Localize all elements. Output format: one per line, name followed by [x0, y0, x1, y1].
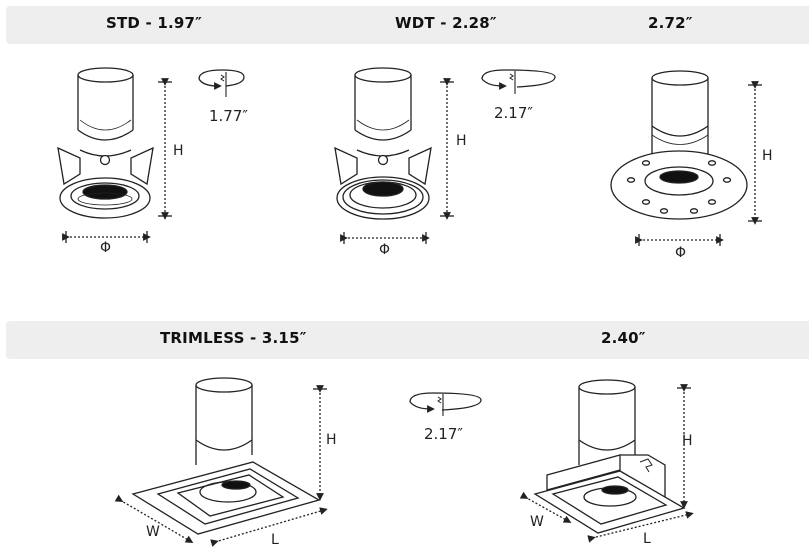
- square-dimension-arrows: [519, 384, 694, 543]
- wdt-fixture-drawing: [334, 67, 432, 220]
- std-rotation-label: 1.77″: [209, 107, 249, 125]
- std-diameter-label: Φ: [100, 240, 112, 256]
- trimless-fixture-drawing: [131, 377, 321, 535]
- rotation-tilt-icon: [198, 69, 245, 97]
- wdt-rotation-label: 2.17″: [494, 104, 534, 122]
- rotation-tilt-icon: [481, 69, 556, 94]
- bottom-header-band: [6, 321, 809, 359]
- trimless-height-label: H: [326, 432, 337, 448]
- wdt-height-label: H: [456, 133, 467, 149]
- trimless-title: TRIMLESS - 3.15″: [160, 329, 307, 347]
- square-fixture-drawing: [533, 379, 686, 534]
- rotation-tilt-icon: [409, 392, 482, 416]
- std-height-label: H: [173, 143, 184, 159]
- third-height-label: H: [762, 148, 773, 164]
- wdt-dimension-arrows: [340, 78, 451, 242]
- std-dimension-arrows: [62, 78, 169, 241]
- wdt-title: WDT - 2.28″: [395, 14, 497, 32]
- std-title: STD - 1.97″: [106, 14, 203, 32]
- flange-fixture-drawing: [610, 70, 748, 220]
- second-title: 2.40″: [601, 329, 646, 347]
- third-title: 2.72″: [648, 14, 693, 32]
- std-fixture-drawing: [57, 67, 154, 219]
- trimless-dimension-arrows: [114, 385, 328, 547]
- wdt-diameter-label: Φ: [379, 242, 391, 258]
- flange-dimension-arrows: [635, 81, 759, 244]
- trimless-rotation-label: 2.17″: [424, 425, 464, 443]
- third-diameter-label: Φ: [675, 245, 687, 261]
- top-header-band: [6, 6, 809, 44]
